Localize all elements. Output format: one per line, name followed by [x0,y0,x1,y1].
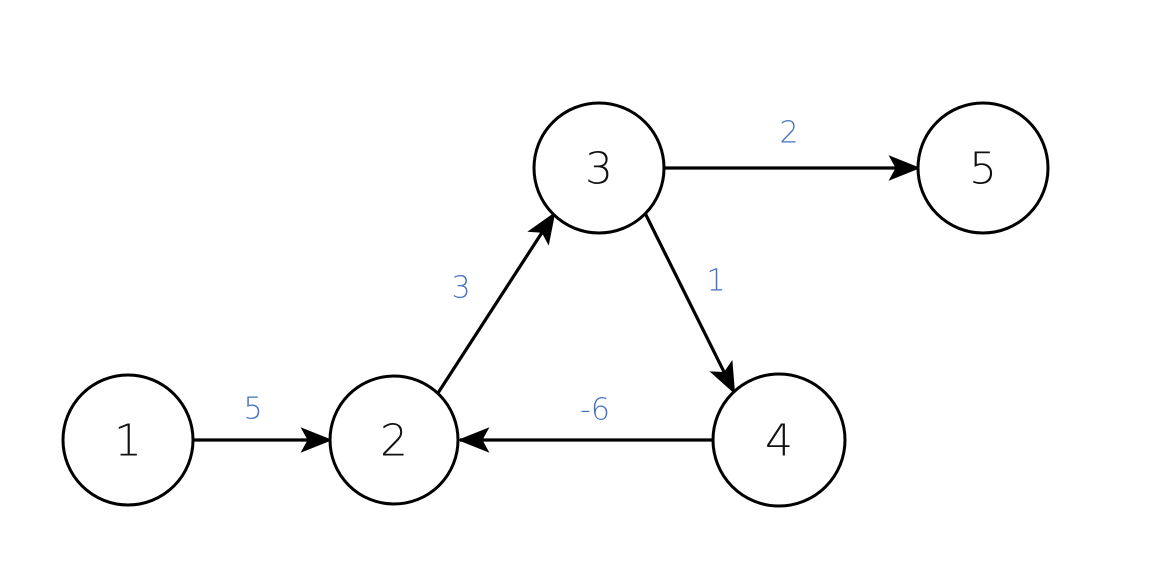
node-2[interactable]: 2 [328,374,460,506]
node-1-label: 1 [114,416,142,467]
node-4[interactable]: 4 [711,372,847,508]
node-1[interactable]: 1 [61,373,195,507]
node-3-label: 3 [585,144,613,195]
edge-3-4-line[interactable] [643,212,736,395]
edge-group [193,155,921,453]
edge-weight-3-5: 2 [779,116,798,151]
node-2-label: 2 [380,416,408,467]
edge-weight-2-3: 3 [451,271,470,306]
node-1-circle[interactable] [61,373,195,507]
node-group: 1 2 3 4 5 [61,101,1050,508]
node-5-label: 5 [969,144,997,195]
edge-weight-1-2: 5 [243,392,262,427]
node-4-label: 4 [765,416,793,467]
edge-2-3-line[interactable] [436,211,556,394]
node-3[interactable]: 3 [532,101,666,235]
node-3-circle[interactable] [532,101,666,235]
node-5[interactable]: 5 [916,101,1050,235]
edge-weight-3-4: 1 [706,264,725,299]
node-2-circle[interactable] [328,374,460,506]
node-5-circle[interactable] [916,101,1050,235]
edge-weight-group: 5 3 2 1 -6 [243,116,798,428]
node-4-circle[interactable] [711,372,847,508]
edge-weight-4-2: -6 [580,393,610,428]
